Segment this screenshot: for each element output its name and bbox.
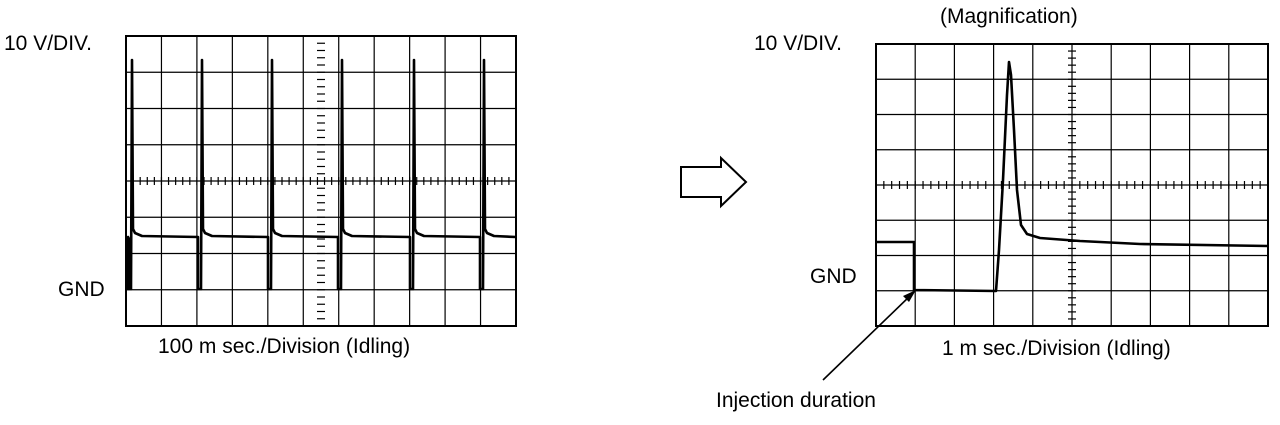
right-volt-per-div-label: 10 V/DIV. (754, 32, 842, 55)
left-volt-per-div-label: 10 V/DIV. (4, 32, 92, 55)
right-oscilloscope-screen (875, 43, 1269, 327)
left-waveform (126, 58, 517, 291)
right-center-ticks (883, 50, 1269, 320)
left-time-per-div-label: 100 m sec./Division (Idling) (158, 335, 411, 358)
right-time-per-div-label: 1 m sec./Division (Idling) (942, 337, 1171, 360)
injection-duration-label: Injection duration (716, 389, 876, 412)
right-arrow-outline-icon (680, 155, 748, 209)
right-gnd-label: GND (810, 265, 857, 288)
magnification-title: (Magnification) (940, 5, 1078, 28)
injection-duration-leader (822, 290, 916, 381)
left-gnd-label: GND (58, 278, 105, 301)
left-oscilloscope-screen (125, 35, 517, 327)
left-center-ticks (132, 42, 517, 320)
right-waveform (876, 60, 1269, 293)
